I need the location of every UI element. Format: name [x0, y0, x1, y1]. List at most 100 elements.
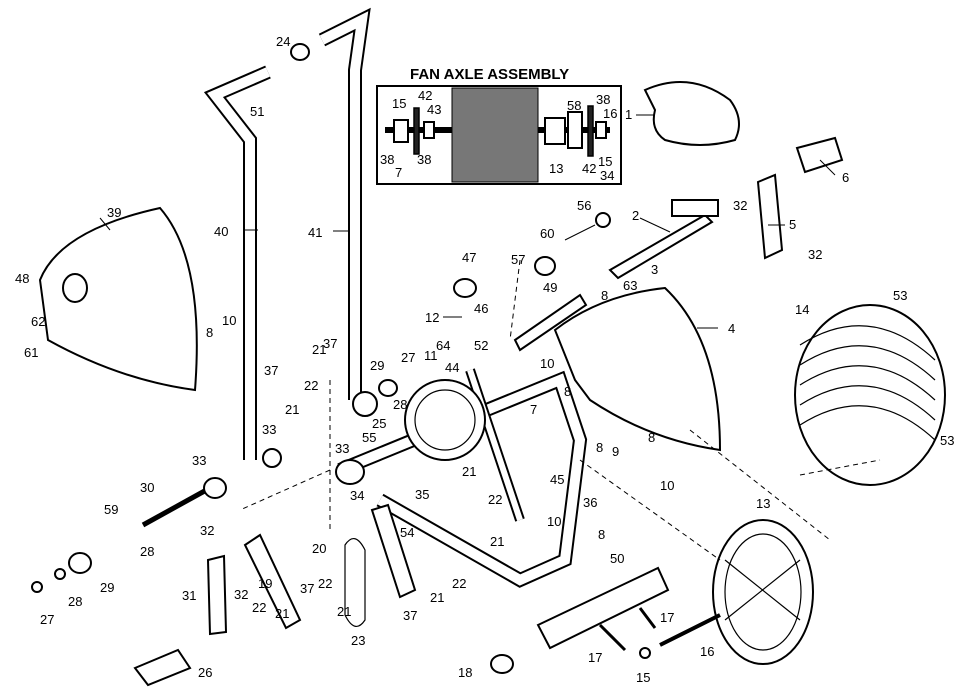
- right-pedal-assembly: [756, 136, 844, 260]
- callout-labels: 1 2 3 4 5 6 7 8 8 8 8 8 8 9 10 10 10 10 …: [15, 34, 954, 685]
- crank-54: [370, 503, 417, 599]
- callout-48: 48: [15, 271, 29, 286]
- callout-7-inset: 7: [395, 165, 402, 180]
- callout-29b: 29: [100, 580, 114, 595]
- callout-51: 51: [250, 104, 264, 119]
- callout-15-inset: 15: [392, 96, 406, 111]
- callout-21e: 21: [430, 590, 444, 605]
- assembly-lines: [239, 259, 881, 561]
- main-frame: [335, 368, 588, 588]
- callout-45: 45: [550, 472, 564, 487]
- callout-17a: 17: [588, 650, 602, 665]
- axle-rods: [141, 485, 721, 652]
- left-shroud: [38, 206, 198, 392]
- callout-10d: 10: [547, 514, 561, 529]
- fan-wheel: [712, 519, 814, 665]
- callout-47: 47: [462, 250, 476, 265]
- callout-37b: 37: [264, 363, 278, 378]
- callout-21b: 21: [285, 402, 299, 417]
- callout-49: 49: [543, 280, 557, 295]
- crank-31: [206, 554, 228, 636]
- callout-43: 43: [427, 102, 441, 117]
- callout-21g: 21: [337, 604, 351, 619]
- callout-57: 57: [511, 252, 525, 267]
- callout-22c: 22: [452, 576, 466, 591]
- callout-63: 63: [623, 278, 637, 293]
- inset-hatched-band: [451, 87, 539, 183]
- callout-8f: 8: [598, 527, 605, 542]
- callout-33a: 33: [192, 453, 206, 468]
- callout-34-inset: 34: [600, 168, 614, 183]
- callout-28a: 28: [393, 397, 407, 412]
- callout-60: 60: [540, 226, 554, 241]
- callout-8b: 8: [601, 288, 608, 303]
- chain: [344, 538, 366, 627]
- callout-55: 55: [362, 430, 376, 445]
- callout-2: 2: [632, 208, 639, 223]
- fan-cage: [794, 304, 946, 486]
- callout-42a: 42: [418, 88, 432, 103]
- callout-22b: 22: [488, 492, 502, 507]
- callout-59: 59: [104, 502, 118, 517]
- callout-53b: 53: [940, 433, 954, 448]
- callout-18: 18: [458, 665, 472, 680]
- callout-27b: 27: [40, 612, 54, 627]
- callout-10b: 10: [540, 356, 554, 371]
- callout-31: 31: [182, 588, 196, 603]
- callout-13: 13: [756, 496, 770, 511]
- callout-28b: 28: [140, 544, 154, 559]
- inset-title: FAN AXLE ASSEMBLY: [410, 66, 569, 83]
- callout-52: 52: [474, 338, 488, 353]
- handlebar-41: [318, 7, 371, 400]
- callout-36: 36: [583, 495, 597, 510]
- callout-10a: 10: [222, 313, 236, 328]
- callout-33b: 33: [262, 422, 276, 437]
- fan-axle-assembly-inset: FAN AXLE ASSEMBLY: [376, 66, 622, 185]
- chain-sprocket: [404, 379, 486, 461]
- callout-8e: 8: [596, 440, 603, 455]
- callout-3: 3: [651, 262, 658, 277]
- callout-21c: 21: [462, 464, 476, 479]
- hardware: [31, 212, 651, 674]
- callout-33c: 33: [335, 441, 349, 456]
- callout-14: 14: [795, 302, 809, 317]
- callout-25: 25: [372, 416, 386, 431]
- callout-37d: 37: [403, 608, 417, 623]
- callout-4: 4: [728, 321, 735, 336]
- callout-56: 56: [577, 198, 591, 213]
- callout-23: 23: [351, 633, 365, 648]
- callout-35: 35: [415, 487, 429, 502]
- callout-9: 9: [612, 444, 619, 459]
- handlebar-51: [203, 65, 271, 460]
- callout-64: 64: [436, 338, 450, 353]
- callout-27a: 27: [401, 350, 415, 365]
- callout-22e: 22: [318, 576, 332, 591]
- callout-8d: 8: [648, 430, 655, 445]
- callout-32a: 32: [733, 198, 747, 213]
- callout-12: 12: [425, 310, 439, 325]
- callout-38c: 38: [596, 92, 610, 107]
- callout-11: 11: [424, 348, 438, 363]
- callout-32b: 32: [808, 247, 822, 262]
- callout-28c: 28: [68, 594, 82, 609]
- callout-61: 61: [24, 345, 38, 360]
- callout-21f: 21: [275, 606, 289, 621]
- stabilizer-tube: [536, 566, 670, 650]
- seat: [608, 81, 740, 280]
- callout-1: 1: [625, 107, 632, 122]
- callout-37c: 37: [300, 581, 314, 596]
- callout-6: 6: [842, 170, 849, 185]
- callout-38a: 38: [380, 152, 394, 167]
- callout-21d: 21: [490, 534, 504, 549]
- callout-7: 7: [530, 402, 537, 417]
- callout-32c: 32: [200, 523, 214, 538]
- callout-38b: 38: [417, 152, 431, 167]
- callout-41: 41: [308, 225, 322, 240]
- callout-58: 58: [567, 98, 581, 113]
- callout-32d: 32: [234, 587, 248, 602]
- right-shroud: [553, 286, 722, 452]
- callout-42b: 42: [582, 161, 596, 176]
- callout-16: 16: [700, 644, 714, 659]
- left-crank-arm: [243, 533, 302, 630]
